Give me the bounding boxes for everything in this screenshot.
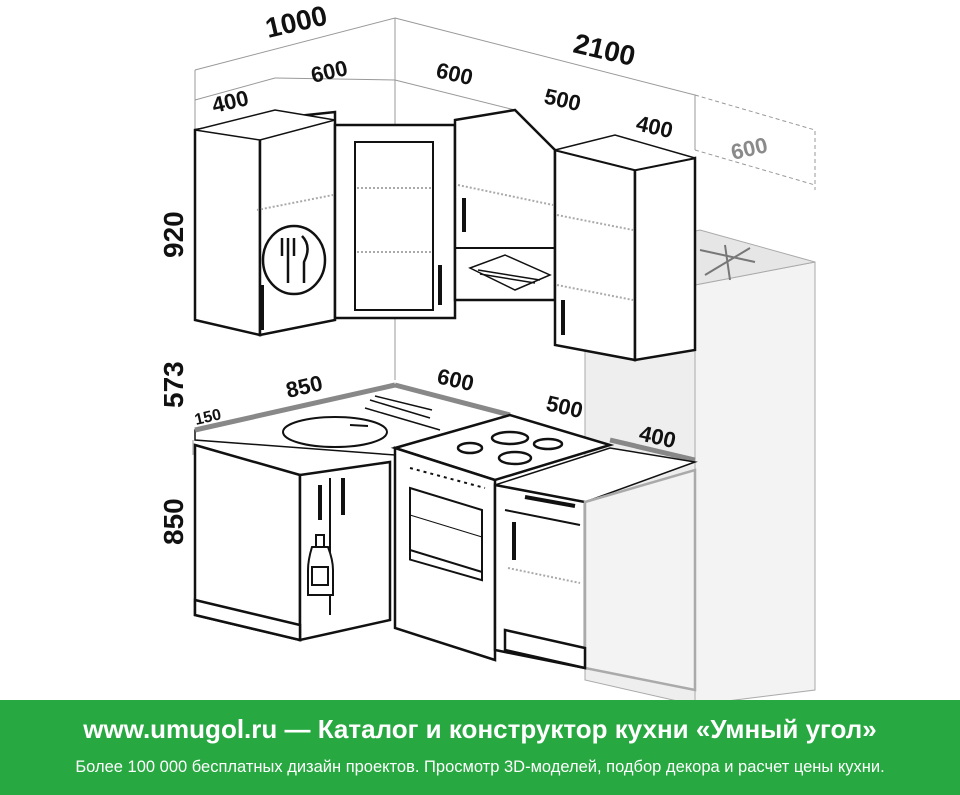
stove — [390, 413, 615, 662]
sink — [282, 395, 441, 448]
base-corner-cabinet — [193, 443, 392, 642]
promo-banner: www.umugol.ru — Каталог и конструктор ку… — [0, 700, 960, 795]
site-link[interactable]: www.umugol.ru — [83, 714, 278, 744]
bottle-icon — [307, 534, 334, 596]
dim-wall-hood-500: 500 — [542, 84, 583, 117]
banner-title-line: www.umugol.ru — Каталог и конструктор ку… — [0, 714, 960, 745]
banner-title: Каталог и конструктор кухни «Умный угол» — [317, 714, 877, 744]
dim-counter-850: 850 — [284, 370, 325, 403]
kitchen-drawing: 1000 2100 400 600 600 500 400 600 920 57… — [158, 0, 816, 700]
upper-right-cabinet — [553, 134, 697, 362]
dim-wall-mid-600: 600 — [434, 58, 475, 91]
dim-height-base: 850 — [158, 498, 189, 545]
dim-wall-left-400: 400 — [210, 85, 251, 118]
hood-vent-icon — [468, 254, 552, 291]
dim-counter-600: 600 — [435, 364, 476, 397]
dim-counter-150: 150 — [193, 406, 223, 429]
dim-wall-right-400: 400 — [634, 111, 675, 144]
dim-height-gap: 573 — [158, 361, 189, 408]
corner-glass-cabinet — [333, 123, 457, 320]
fork-knife-icon — [261, 224, 327, 296]
dim-height-upper: 920 — [158, 211, 189, 258]
dim-fridge-600: 600 — [729, 132, 770, 165]
dim-counter-500: 500 — [544, 391, 585, 424]
dim-wall-corner-600: 600 — [309, 55, 350, 88]
upper-left-cabinet — [193, 109, 337, 337]
base-right-cabinet — [493, 468, 697, 692]
banner-subtitle: Более 100 000 бесплатных дизайн проектов… — [75, 758, 885, 776]
banner-separator: — — [277, 714, 318, 744]
